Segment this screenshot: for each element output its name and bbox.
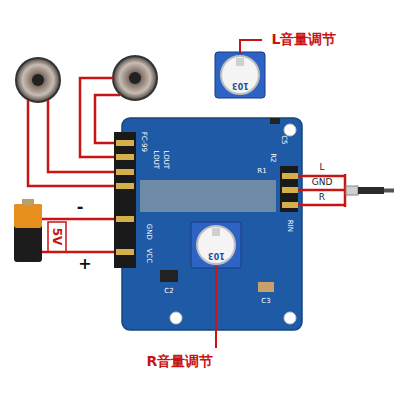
potentiometer-dial [221, 56, 259, 94]
wire [298, 204, 345, 207]
component-ref: R2 [268, 153, 276, 162]
pin [116, 140, 134, 146]
pin-name: VCC [144, 249, 152, 264]
pin [282, 173, 298, 179]
pin-name: LOUT [161, 151, 169, 170]
signal-name: L [319, 163, 324, 173]
wires [28, 78, 345, 252]
pcb-board [122, 118, 302, 330]
jack-plug [346, 186, 358, 195]
wire [80, 78, 114, 157]
speaker [16, 58, 60, 102]
component-ref: C2 [164, 288, 173, 296]
callout-label: L音量调节 [272, 32, 337, 47]
signal-name: R [319, 193, 325, 203]
battery [14, 204, 42, 262]
chip-cover [140, 180, 276, 212]
mounting-hole [170, 312, 182, 324]
capacitor [258, 282, 274, 292]
leader-line [215, 266, 217, 348]
leader-line [240, 40, 262, 54]
mounting-hole [284, 124, 296, 136]
pin-name: RIN [285, 220, 293, 232]
pin-name: GND [144, 224, 152, 240]
board-name: FC-99 [139, 132, 147, 152]
component-ref: C3 [261, 298, 270, 306]
wire [298, 175, 345, 178]
pot-value: 103 [208, 250, 225, 259]
speaker-cone [129, 72, 141, 84]
pin-header [280, 166, 298, 212]
component-ref: C5 [279, 135, 287, 144]
jack-body [358, 187, 384, 194]
potentiometer-dial [197, 226, 235, 264]
battery-terminal [22, 199, 34, 205]
polarity-sign: - [77, 198, 84, 216]
pin [116, 249, 134, 255]
voltage-label: 5V [50, 228, 63, 246]
pins [282, 173, 298, 208]
pin [282, 202, 298, 208]
battery-label [14, 204, 42, 228]
wire [42, 218, 114, 221]
pot-value: 103 [232, 80, 249, 89]
speaker [113, 56, 157, 100]
pin [282, 187, 298, 193]
pin [116, 169, 134, 175]
pin [116, 154, 134, 160]
wire [298, 189, 345, 192]
mounting-hole [284, 312, 296, 324]
dial-slot [236, 58, 244, 66]
callout-label: R音量调节 [147, 354, 214, 369]
potentiometer-base [191, 222, 241, 268]
pin-header [114, 132, 136, 268]
jack-cable [384, 189, 394, 193]
pin [116, 216, 134, 222]
capacitor [160, 270, 178, 282]
voltage-frame [48, 222, 66, 252]
polarity-sign: + [78, 255, 91, 273]
potentiometer-base [215, 52, 265, 98]
component-ref: R1 [257, 168, 266, 176]
resistor [270, 118, 280, 124]
pin-name: LOUT [151, 151, 159, 170]
signal-name: GND [312, 178, 333, 188]
pin [116, 183, 134, 189]
speaker-cone [32, 74, 44, 86]
dial-slot [212, 228, 220, 236]
pins [116, 140, 134, 255]
